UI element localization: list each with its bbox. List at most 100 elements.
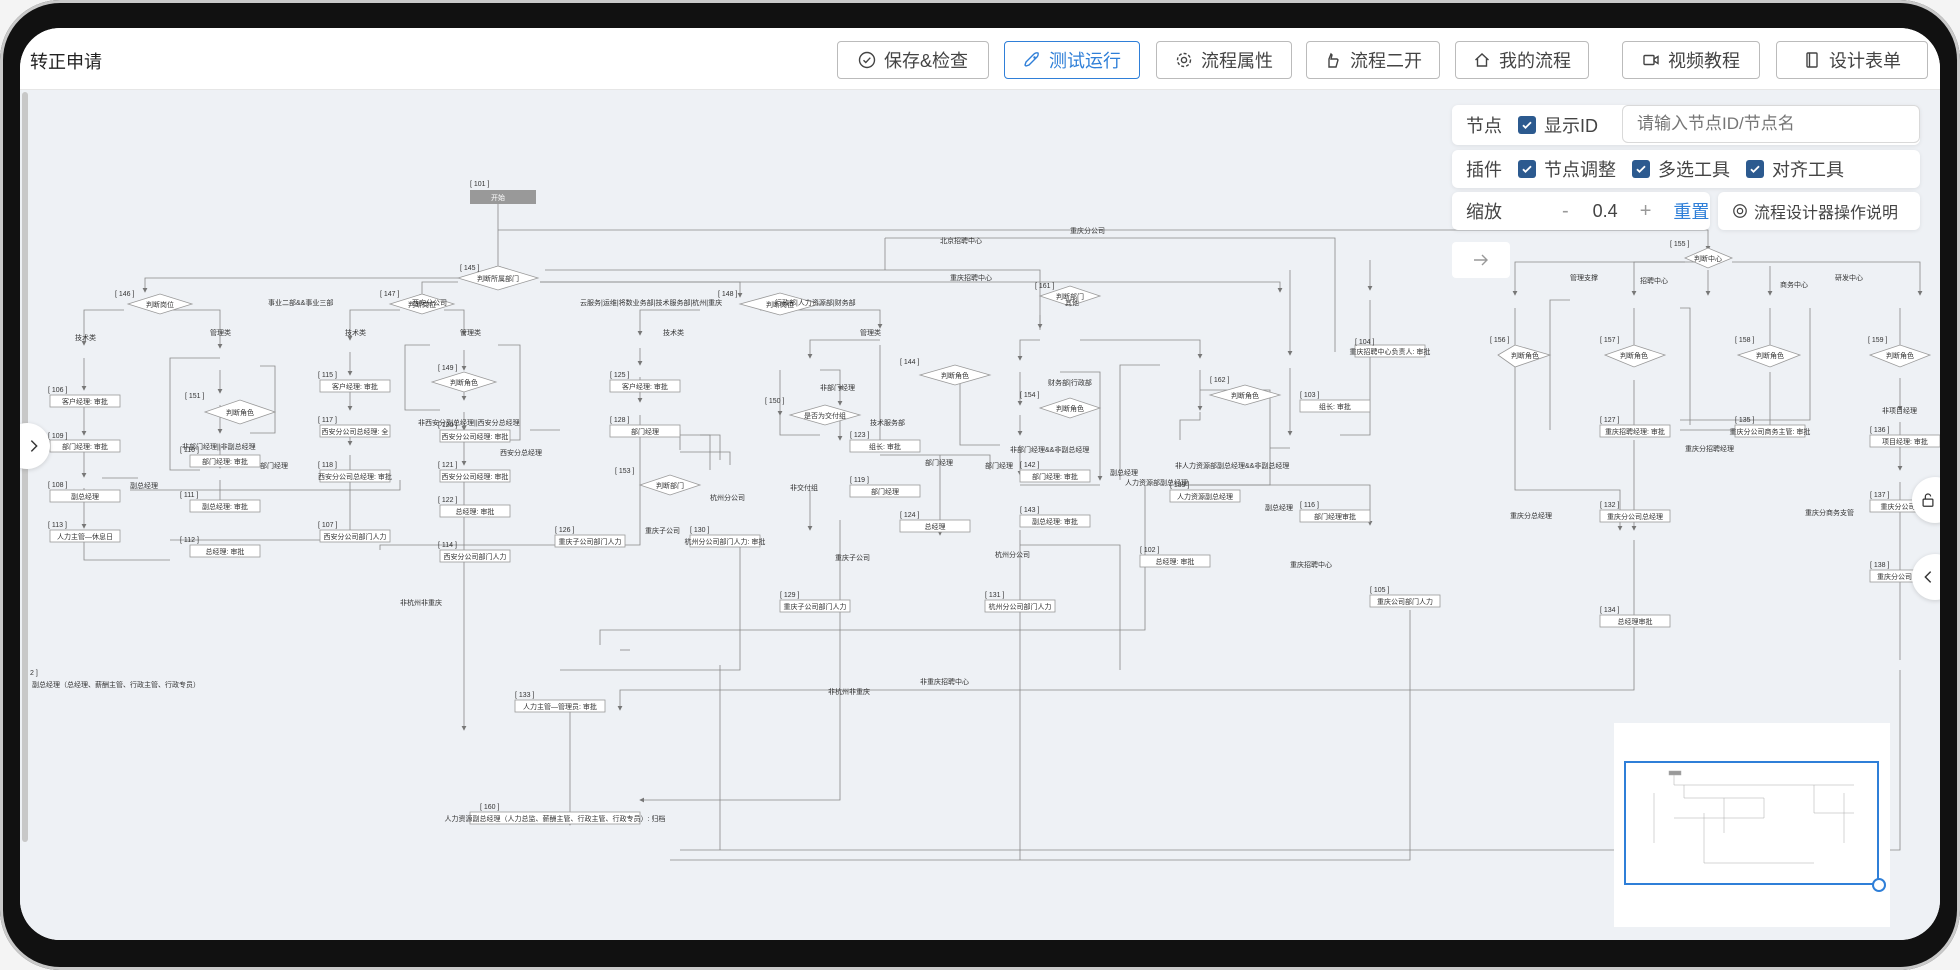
node-id: [ 136 ]: [1870, 427, 1890, 434]
task-node[interactable]: [849, 439, 921, 453]
task-node[interactable]: [1019, 514, 1091, 528]
task-node[interactable]: [1139, 554, 1211, 568]
task-node[interactable]: [779, 599, 851, 613]
edge-label: 副总经理: [1265, 503, 1293, 512]
task-node[interactable]: [899, 519, 971, 533]
task-node[interactable]: [1599, 509, 1671, 523]
task-node[interactable]: [189, 544, 261, 558]
decision-node[interactable]: [788, 404, 862, 426]
node-search-input[interactable]: [1622, 105, 1920, 143]
decision-node[interactable]: [1038, 285, 1102, 307]
decision-node[interactable]: [126, 293, 194, 315]
start-node[interactable]: [470, 190, 536, 204]
task-node[interactable]: [319, 529, 391, 543]
task-node[interactable]: [1354, 344, 1426, 358]
align-tool-checkbox[interactable]: [1746, 160, 1764, 178]
decision-node[interactable]: [203, 399, 277, 425]
task-node[interactable]: [609, 379, 681, 393]
decision-node[interactable]: [430, 371, 498, 393]
task-node[interactable]: [1369, 594, 1441, 608]
minimap-resize-handle[interactable]: [1872, 878, 1886, 892]
task-node[interactable]: [849, 484, 921, 498]
my-flows-label: 我的流程: [1499, 51, 1571, 71]
task-node[interactable]: [1599, 614, 1671, 628]
task-node[interactable]: [1599, 424, 1671, 438]
task-node[interactable]: [189, 499, 261, 513]
node-label: 部门经理: 审批: [62, 442, 108, 451]
zoom-out-button[interactable]: -: [1562, 199, 1569, 222]
decision-node[interactable]: [1208, 384, 1282, 406]
node-id: [ 143 ]: [1020, 507, 1040, 514]
save-check-button[interactable]: 保存&检查: [837, 41, 989, 79]
task-node[interactable]: [554, 534, 626, 548]
decision-node[interactable]: [918, 364, 992, 386]
decision-node[interactable]: [1683, 247, 1734, 269]
multi-select-checkbox[interactable]: [1632, 160, 1650, 178]
node-id: [ 101 ]: [470, 181, 490, 188]
decision-node[interactable]: [1603, 344, 1667, 368]
edge-label: 行政部|人力资源部|财务部: [775, 298, 856, 307]
decision-node[interactable]: [456, 265, 540, 291]
flow-diagram[interactable]: 开始 [ 101 ]: [20, 90, 1940, 940]
task-node[interactable]: [439, 504, 511, 518]
decision-node[interactable]: [1038, 397, 1102, 419]
task-node[interactable]: [49, 439, 121, 453]
task-node[interactable]: [439, 549, 511, 563]
task-node[interactable]: [1869, 434, 1940, 448]
task-node[interactable]: [319, 469, 391, 483]
edge-label: 非项目经理: [1882, 406, 1917, 415]
edge-label: 重庆子公司: [645, 526, 680, 535]
flow-dev-button[interactable]: 流程二开: [1306, 41, 1440, 79]
task-node[interactable]: [514, 699, 606, 713]
flow-props-button[interactable]: 流程属性: [1156, 41, 1292, 79]
task-node[interactable]: [49, 489, 121, 503]
decision-node[interactable]: [1736, 344, 1802, 368]
node-label: 西安分公司总经理: 全: [322, 427, 389, 436]
show-id-checkbox[interactable]: [1518, 116, 1536, 134]
rocket-icon: [1024, 52, 1039, 67]
test-run-button[interactable]: 测试运行: [1004, 41, 1140, 79]
node-id: [ 138 ]: [1870, 562, 1890, 569]
task-node[interactable]: [1299, 509, 1371, 523]
zoom-in-button[interactable]: +: [1639, 199, 1652, 222]
node-id: [ 113 ]: [48, 522, 67, 529]
zoom-reset-link[interactable]: 重置: [1673, 202, 1710, 222]
node-id: [ 135 ]: [1735, 417, 1755, 424]
task-node[interactable]: [984, 599, 1056, 613]
task-node[interactable]: [469, 811, 641, 825]
decision-node[interactable]: [388, 293, 456, 315]
flow-canvas[interactable]: 开始 [ 101 ]: [20, 90, 1940, 940]
help-panel[interactable]: 流程设计器操作说明: [1718, 192, 1920, 230]
node-label: 总经理: 审批: [206, 547, 245, 556]
collapse-panel-button[interactable]: [1452, 242, 1510, 278]
decision-node[interactable]: [738, 292, 822, 316]
task-node[interactable]: [319, 379, 391, 393]
task-node[interactable]: [189, 454, 261, 468]
minimap[interactable]: [1614, 723, 1890, 927]
node-id: [ 123 ]: [850, 432, 870, 439]
task-node[interactable]: [439, 469, 511, 483]
task-node[interactable]: [1734, 424, 1806, 438]
node-label: 判断部门: [1056, 292, 1084, 301]
task-node[interactable]: [49, 529, 121, 543]
decision-node[interactable]: [638, 474, 702, 496]
task-node[interactable]: [609, 424, 681, 438]
decision-node[interactable]: [1868, 344, 1932, 368]
video-tutorial-button[interactable]: 视频教程: [1622, 41, 1760, 79]
task-node[interactable]: [1299, 399, 1371, 413]
node-label: 总经理: 审批: [1156, 557, 1195, 566]
unlock-icon: [1922, 493, 1934, 507]
task-node[interactable]: [1169, 489, 1241, 503]
show-id-label: 显示ID: [1544, 116, 1598, 136]
task-node[interactable]: [1019, 469, 1091, 483]
task-node[interactable]: [689, 534, 761, 548]
task-node[interactable]: [49, 394, 121, 408]
task-node[interactable]: [319, 424, 391, 438]
task-node[interactable]: [439, 429, 511, 443]
decision-node[interactable]: [1497, 344, 1552, 368]
design-form-button[interactable]: 设计表单: [1776, 41, 1928, 79]
my-flows-button[interactable]: 我的流程: [1455, 41, 1589, 79]
node-adjust-checkbox[interactable]: [1518, 160, 1536, 178]
minimap-viewport[interactable]: [1624, 761, 1879, 885]
